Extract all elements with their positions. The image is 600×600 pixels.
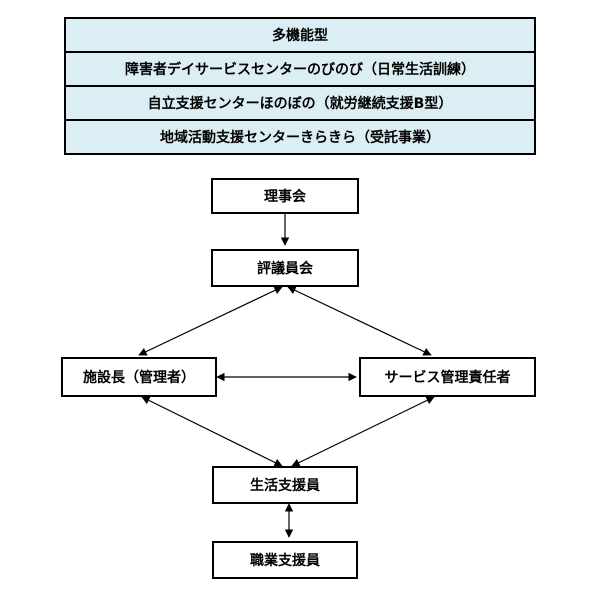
- service-manager-box: サービス管理責任者: [359, 357, 536, 397]
- community-activity-center-row: 地域活動支援センターきらきら（受託事業）: [66, 121, 534, 155]
- service-manager-life-support-arrow: [291, 396, 435, 467]
- board-of-directors-box: 理事会: [211, 178, 359, 214]
- director-box: 施設長（管理者）: [61, 357, 217, 397]
- facility-header: 多機能型 障害者デイサービスセンターのびのび（日常生活訓練） 自立支援センターほ…: [64, 17, 536, 155]
- council-service-manager-arrow: [287, 286, 432, 356]
- council-box: 評議員会: [211, 249, 359, 287]
- director-life-support-arrow: [141, 396, 283, 467]
- independence-support-center-row: 自立支援センターほのぼの（就労継続支援B型）: [66, 87, 534, 121]
- job-support-staff-box: 職業支援員: [212, 541, 358, 579]
- day-service-center-row: 障害者デイサービスセンターのびのび（日常生活訓練）: [66, 53, 534, 87]
- facility-type-row: 多機能型: [66, 19, 534, 53]
- council-director-arrow: [138, 286, 283, 356]
- life-support-staff-box: 生活支援員: [212, 466, 358, 504]
